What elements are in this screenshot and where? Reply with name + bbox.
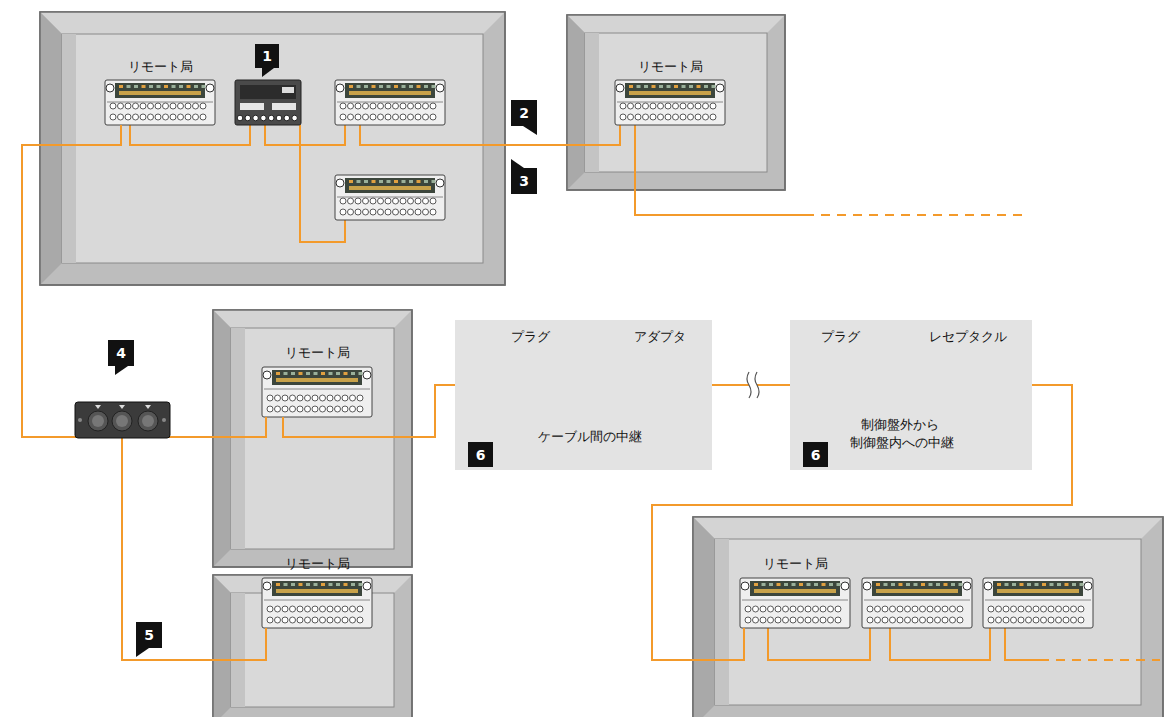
cable — [130, 125, 250, 145]
callout-number: 5 — [136, 622, 162, 648]
remote-station: リモート局 — [258, 555, 376, 628]
network-cable — [283, 385, 455, 437]
t-branch-connector — [75, 402, 170, 438]
callout-number: 3 — [511, 168, 537, 194]
callout-pointer — [511, 159, 524, 168]
remote-station-module — [862, 578, 972, 628]
control-cabinet — [693, 517, 1163, 717]
callout-number: 1 — [255, 44, 279, 68]
cable-break-mark — [747, 372, 759, 398]
station-label: リモート局 — [101, 58, 219, 76]
remote-station-module — [105, 80, 215, 125]
cable — [1040, 659, 1160, 661]
part-name: プラグ — [821, 328, 860, 346]
control-cabinet — [567, 15, 785, 190]
cable — [300, 125, 345, 242]
control-cabinet — [40, 12, 505, 285]
cable — [805, 214, 1025, 216]
callout-number: 4 — [108, 340, 134, 366]
cable — [768, 628, 870, 660]
station-label: リモート局 — [258, 555, 376, 573]
remote-station-module — [335, 80, 445, 125]
remote-station: リモート局 — [258, 344, 376, 417]
relay-caption: 制御盤外から 制御盤内への中継 — [850, 416, 950, 451]
callout-number: 6 — [803, 442, 828, 467]
cable — [360, 125, 620, 145]
cable — [890, 628, 990, 660]
cable — [635, 125, 805, 215]
relay-caption: ケーブル間の中継 — [538, 428, 642, 446]
remote-station-module — [262, 578, 372, 628]
callout-pointer — [136, 648, 149, 657]
station-label: リモート局 — [736, 555, 854, 573]
remote-station: リモート局 — [736, 555, 854, 628]
remote-station: リモート局 — [611, 58, 729, 125]
remote-station-module — [740, 578, 850, 628]
station-label: リモート局 — [611, 58, 729, 76]
callout-number: 2 — [511, 100, 537, 126]
cable — [1005, 628, 1040, 660]
part-name: アダプタ — [634, 328, 686, 346]
callout-pointer — [115, 366, 128, 375]
connector-example-panel: プラグ アダプタケーブル間の中継 — [455, 320, 712, 470]
remote-station: リモート局 — [101, 58, 219, 125]
callout-pointer — [523, 126, 537, 135]
remote-station-module — [335, 175, 445, 220]
control-cabinet — [213, 310, 412, 567]
remote-station-module — [615, 80, 725, 125]
remote-station-module — [983, 578, 1093, 628]
part-name: レセプタクル — [929, 328, 1007, 346]
network-cable — [22, 125, 266, 437]
network-cable — [22, 125, 266, 660]
station-label: リモート局 — [258, 344, 376, 362]
remote-station-module — [262, 367, 372, 417]
part-name: プラグ — [511, 328, 550, 346]
control-cabinet — [213, 575, 412, 717]
master-station-module — [235, 80, 301, 125]
callout-number: 6 — [468, 442, 493, 467]
callout-pointer — [262, 68, 274, 77]
cable — [265, 125, 345, 145]
